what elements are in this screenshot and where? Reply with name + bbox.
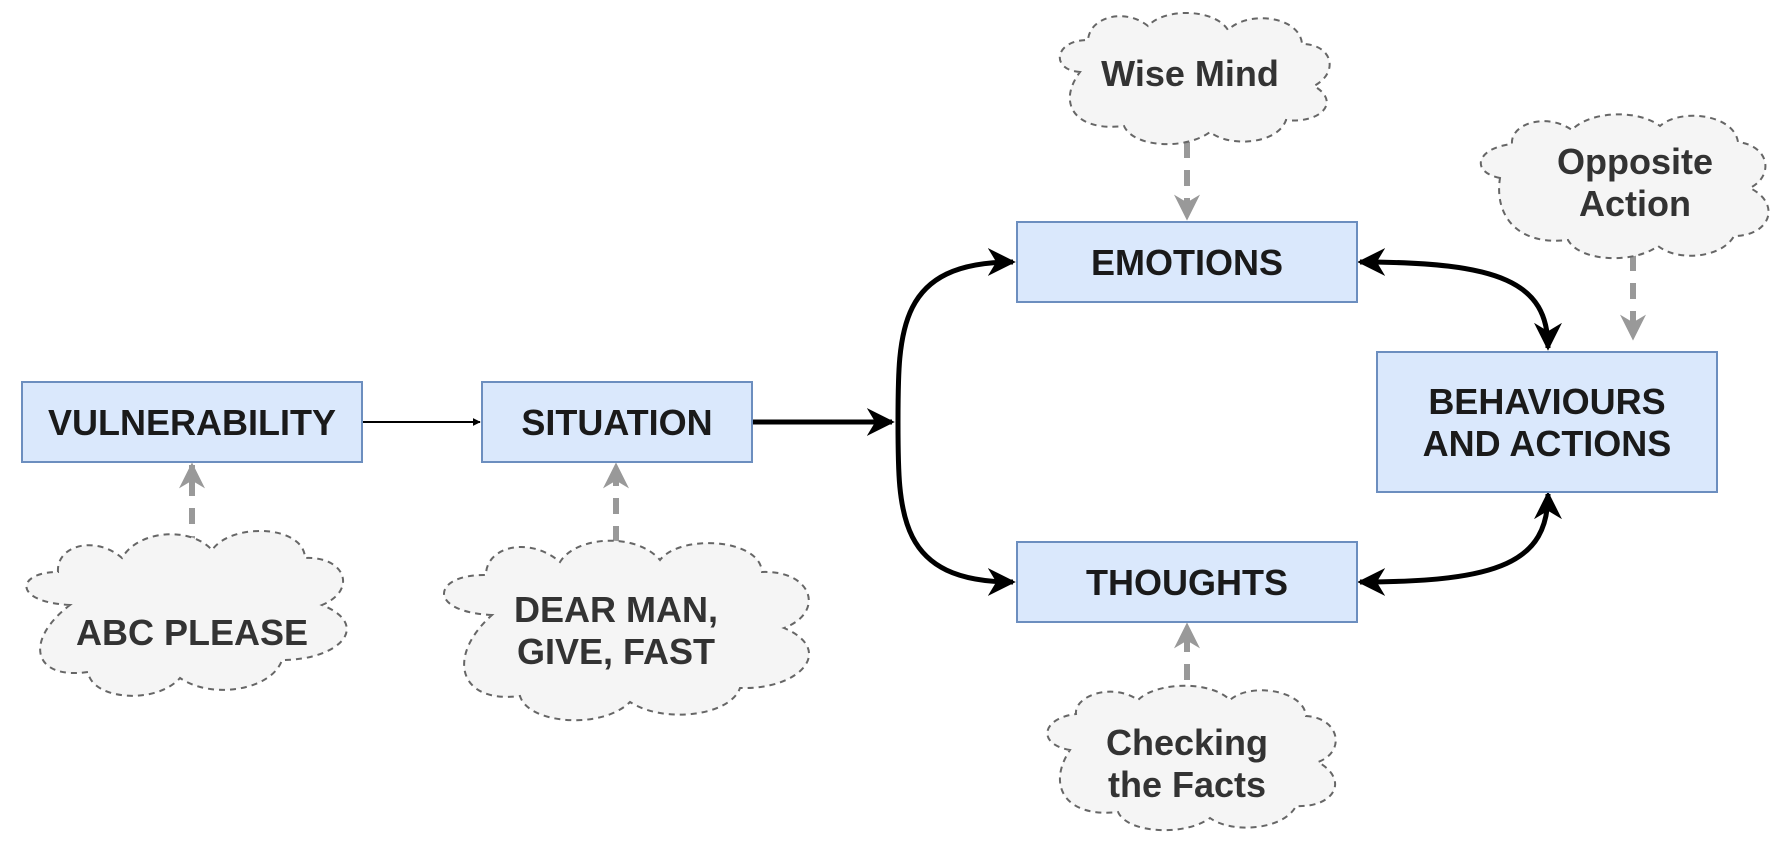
cloud-dear-man-label-line1: DEAR MAN, xyxy=(514,589,718,630)
box-vulnerability: VULNERABILITY xyxy=(21,381,363,463)
box-situation: SITUATION xyxy=(481,381,753,463)
box-thoughts-shape xyxy=(1016,541,1358,623)
box-situation-shape xyxy=(481,381,753,463)
cloud-checking-facts-label-line2: the Facts xyxy=(1108,764,1266,805)
connector-split-thoughts xyxy=(895,421,1016,596)
box-thoughts-label: THOUGHTS xyxy=(1086,562,1288,603)
cloud-abc-please: ABC PLEASE xyxy=(25,530,348,697)
cloud-abc-please-label: ABC PLEASE xyxy=(76,612,308,653)
cloud-opposite-action-shape xyxy=(1479,113,1770,260)
connector-thoughts-behaviours xyxy=(1357,491,1562,596)
cloud-opposite-action-label-line1: Opposite xyxy=(1557,141,1713,182)
box-vulnerability-shape xyxy=(21,381,363,463)
box-vulnerability-label: VULNERABILITY xyxy=(48,402,336,443)
box-thoughts: THOUGHTS xyxy=(1016,541,1358,623)
connector-split-emotions xyxy=(895,248,1016,423)
cloud-wise-mind-label: Wise Mind xyxy=(1101,53,1279,94)
box-emotions-shape xyxy=(1016,221,1358,303)
cloud-checking-facts-label-line1: Checking xyxy=(1106,722,1268,763)
cloud-opposite-action-label-line2: Action xyxy=(1579,183,1691,224)
connector-emotions-behaviours xyxy=(1357,248,1562,351)
cloud-dear-man-label-line2: GIVE, FAST xyxy=(517,631,715,672)
cloud-dear-man-give-fast: DEAR MAN, GIVE, FAST xyxy=(443,539,810,722)
box-situation-label: SITUATION xyxy=(521,402,712,443)
cloud-dear-man-shape xyxy=(443,539,810,722)
cloud-abc-please-shape xyxy=(25,530,348,697)
cloud-checking-facts-shape xyxy=(1046,684,1337,832)
box-behaviours-shape xyxy=(1376,351,1718,493)
box-behaviours-and-actions: BEHAVIOURS AND ACTIONS xyxy=(1376,351,1718,493)
cloud-opposite-action: Opposite Action xyxy=(1479,113,1770,260)
box-emotions-label: EMOTIONS xyxy=(1091,242,1283,283)
cloud-wise-mind-shape xyxy=(1059,11,1331,146)
cloud-checking-the-facts: Checking the Facts xyxy=(1046,684,1337,832)
box-behaviours-label-line2: AND ACTIONS xyxy=(1423,423,1672,464)
cloud-wise-mind: Wise Mind xyxy=(1059,11,1331,146)
box-behaviours-label-line1: BEHAVIOURS xyxy=(1428,381,1665,422)
box-emotions: EMOTIONS xyxy=(1016,221,1358,303)
